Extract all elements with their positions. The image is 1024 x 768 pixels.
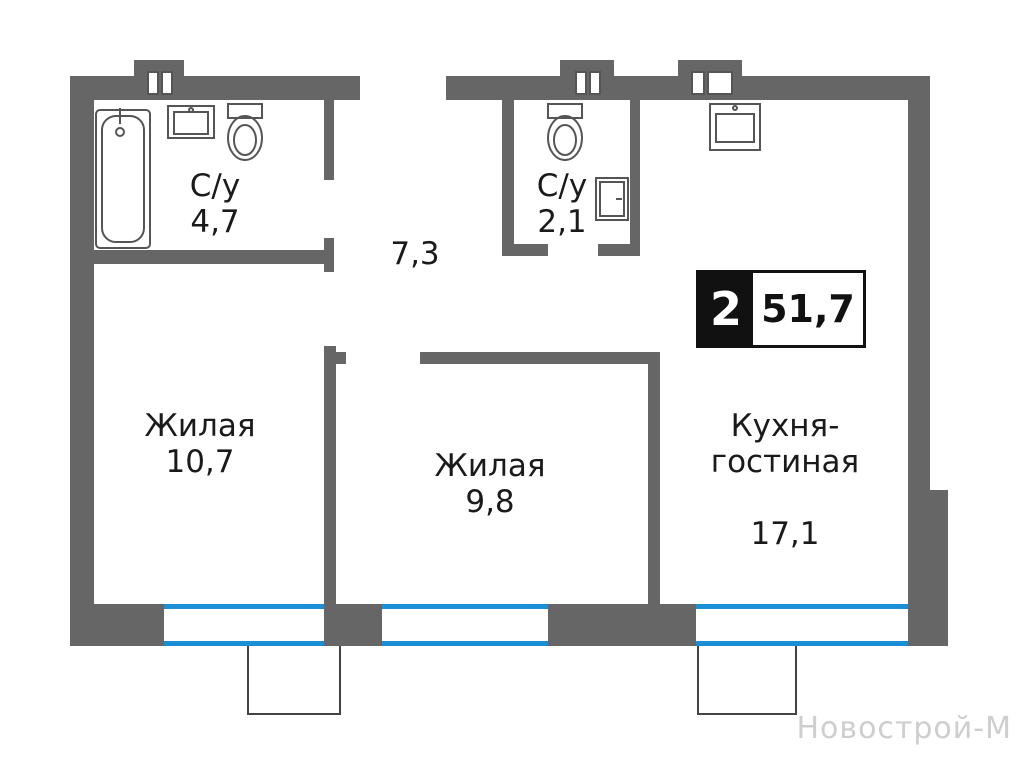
badge-room-count: 2 [699, 273, 753, 345]
room-living-2-area: 9,8 [465, 484, 515, 520]
room-bathroom-2: С/у 2,1 [512, 168, 612, 240]
wall-bath2-left [502, 100, 514, 254]
wall-bottom-2 [324, 604, 382, 646]
wall-bath1-bottom [94, 250, 334, 264]
room-hallway: 7,3 [370, 236, 460, 272]
room-living-1-area: 10,7 [165, 444, 235, 480]
wall-bath1-right-top [324, 100, 334, 180]
sink-icon [167, 105, 215, 139]
toilet-icon [227, 103, 263, 161]
room-bathroom-1: С/у 4,7 [160, 168, 270, 240]
walls [70, 60, 948, 646]
room-bathroom-2-name: С/у [536, 168, 588, 204]
wall-top-left [70, 76, 360, 100]
bathtub-icon [95, 108, 151, 249]
room-living-1: Жилая 10,7 [120, 408, 280, 480]
toilet-icon [547, 103, 583, 161]
room-bathroom-1-name: С/у [189, 168, 241, 204]
room-living-2: Жилая 9,8 [410, 448, 570, 520]
wall-partition-left [324, 346, 336, 604]
wall-bath1-right-bottom [324, 238, 334, 272]
room-kitchen-living: Кухня- гостиная 17,1 [690, 372, 880, 588]
wall-bottom-1 [70, 604, 164, 646]
room-kitchen-living-area: 17,1 [750, 516, 820, 552]
wall-bath2-bottom-left [502, 244, 548, 256]
room-bathroom-2-area: 2,1 [537, 204, 587, 240]
balcony-left [247, 646, 341, 715]
apartment-badge: 2 51,7 [696, 270, 866, 348]
room-kitchen-living-name: Кухня- гостиная [710, 408, 860, 480]
kitchen-sink-icon [709, 103, 761, 151]
watermark: Новострой-М [796, 711, 1012, 746]
room-living-2-name: Жилая [434, 448, 546, 484]
room-hallway-area: 7,3 [390, 236, 440, 272]
window-2 [382, 604, 548, 646]
shower-icon [595, 177, 629, 221]
badge-total-area: 51,7 [761, 287, 855, 331]
wall-partition-right [648, 352, 660, 604]
wall-partition-left-stub [336, 352, 346, 364]
wall-bottom-3 [548, 604, 696, 646]
wall-left [70, 76, 94, 646]
window-1 [164, 604, 324, 646]
window-3 [696, 604, 908, 646]
windows [164, 604, 908, 646]
balcony-right [697, 646, 797, 715]
wall-room2-top [420, 352, 660, 364]
room-bathroom-1-area: 4,7 [190, 204, 240, 240]
wall-bath2-right [630, 100, 640, 256]
wall-right-pillar [908, 490, 948, 646]
room-living-1-name: Жилая [144, 408, 256, 444]
ventilation-shaft-icon [147, 71, 733, 95]
wall-bath2-bottom-right [598, 244, 640, 256]
balconies [247, 646, 797, 715]
